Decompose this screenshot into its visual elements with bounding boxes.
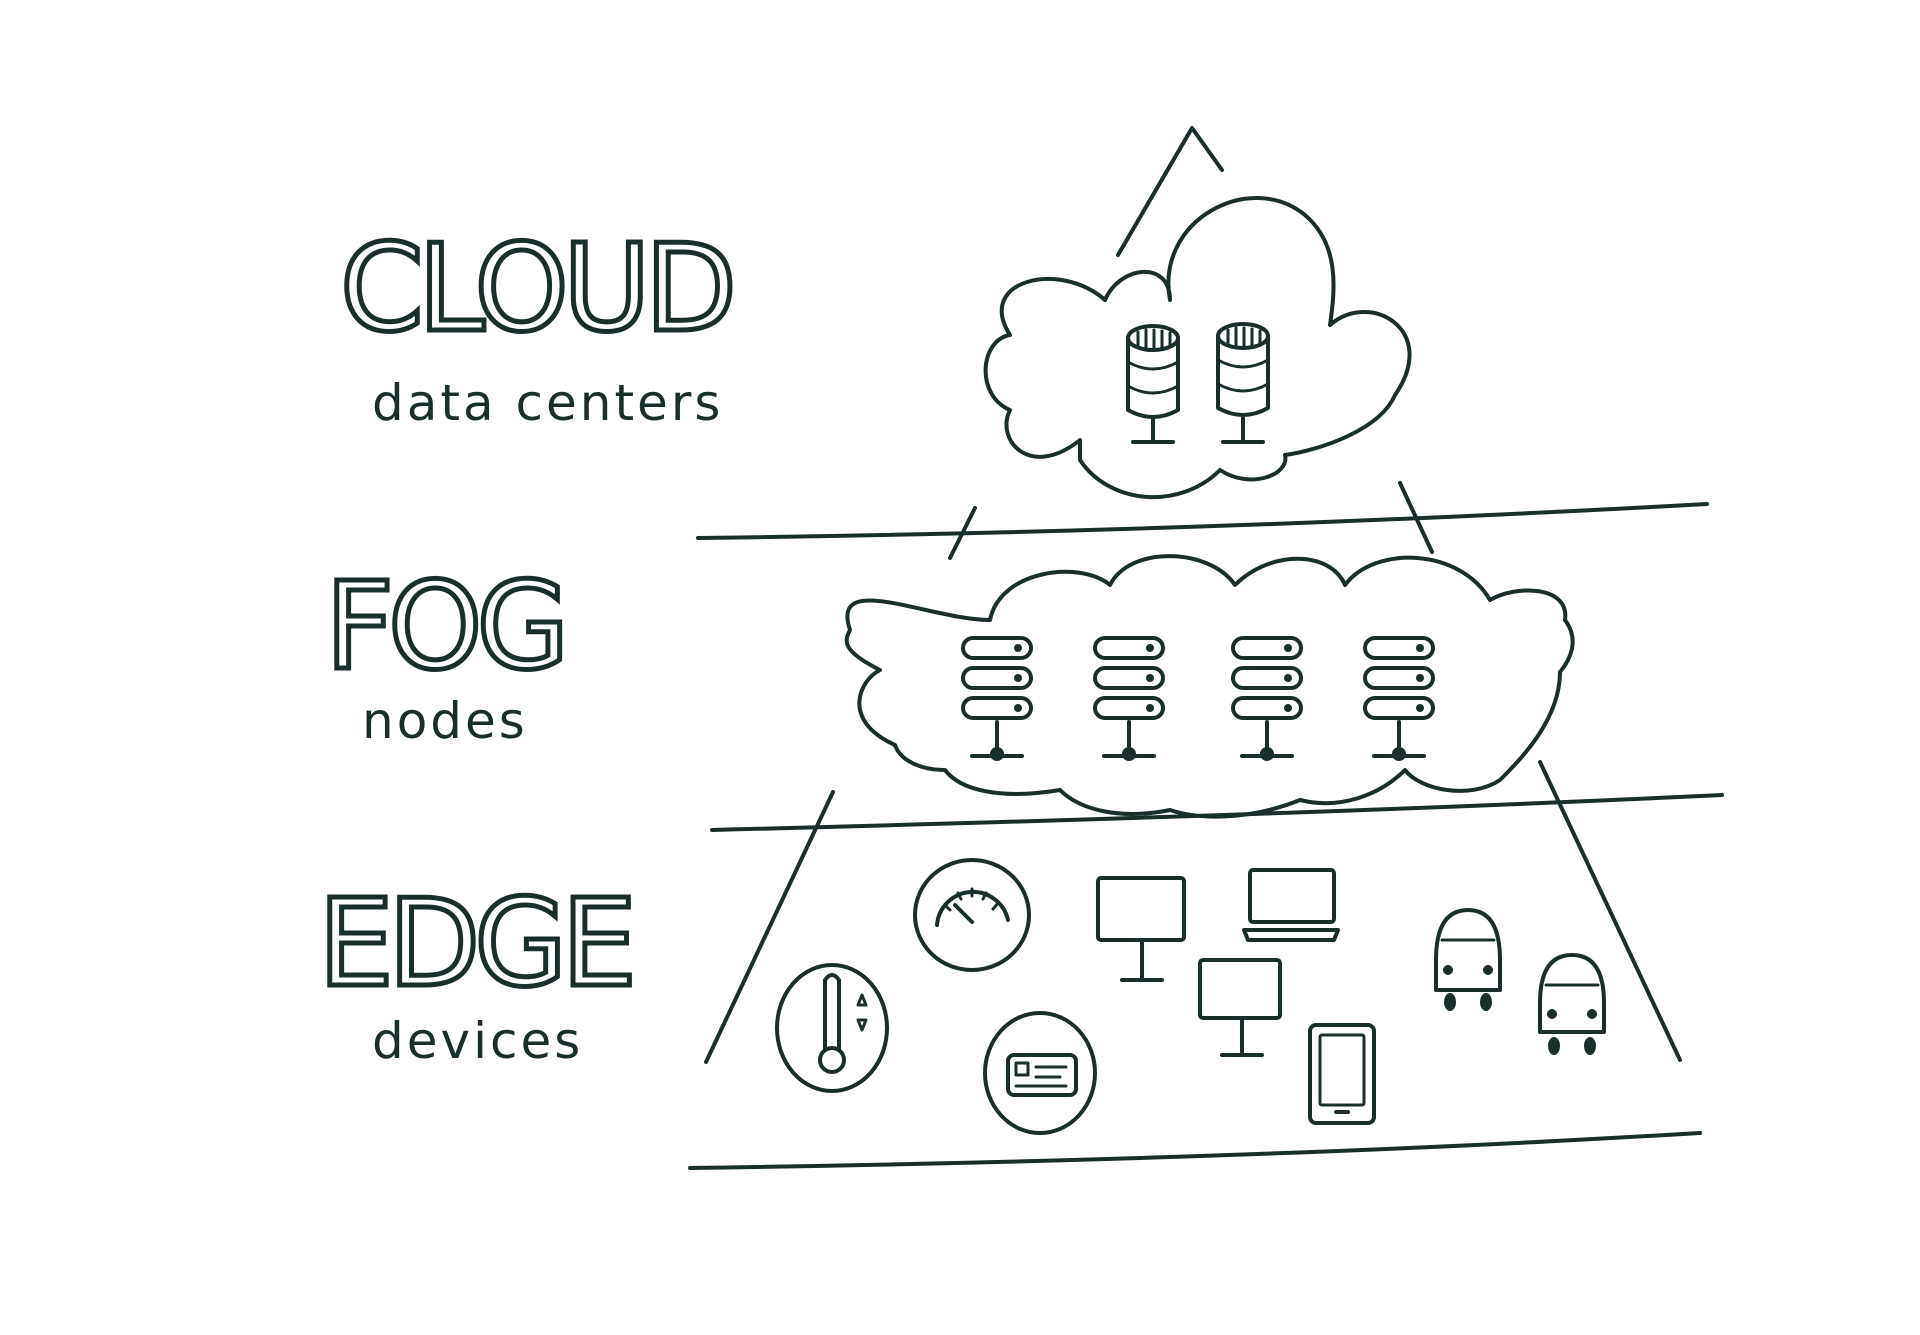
pyramid-right-edge-lower [1538, 760, 1682, 1062]
pyramid-apex [1116, 126, 1224, 257]
bus-icon [1434, 908, 1502, 1011]
cloud-subtitle: data centers [372, 374, 723, 432]
edge-tier [775, 858, 1606, 1135]
cloud-label-group: CLOUD data centers [338, 218, 740, 433]
fog-subtitle: nodes [362, 692, 528, 750]
cloud-title: CLOUD [340, 220, 731, 359]
id-card-reader-icon [983, 1011, 1097, 1135]
laptop-icon [1242, 868, 1340, 942]
cloud-database-server-1 [1126, 324, 1180, 444]
tier-divider-bottom [688, 1131, 1702, 1170]
tablet-icon [1308, 1023, 1376, 1125]
fog-node-rack-4 [1363, 636, 1435, 761]
desktop-monitor-icon [1198, 958, 1282, 1057]
thermometer-sensor-icon [775, 963, 889, 1093]
edge-title: EDGE [318, 875, 631, 1014]
cloud-database-server-2 [1216, 322, 1270, 444]
fog-node-rack-2 [1093, 636, 1165, 761]
fog-node-rack-1 [961, 636, 1033, 761]
bus-icon [1538, 953, 1606, 1055]
fog-tier [844, 554, 1575, 819]
fog-cloud-shape [844, 554, 1575, 819]
gauge-icon [913, 858, 1031, 972]
edge-subtitle: devices [372, 1012, 583, 1070]
fog-label-group: FOG nodes [323, 556, 572, 751]
pyramid-left-edge-lower [704, 790, 835, 1064]
cloud-tier [983, 196, 1412, 500]
tier-divider-cloud-fog [696, 502, 1709, 540]
fog-title: FOG [325, 558, 563, 697]
desktop-monitor-icon [1096, 876, 1186, 982]
edge-label-group: EDGE devices [316, 873, 640, 1071]
cloud-shape [983, 196, 1412, 500]
fog-node-rack-3 [1231, 636, 1303, 761]
pyramid-outline [688, 126, 1724, 1170]
